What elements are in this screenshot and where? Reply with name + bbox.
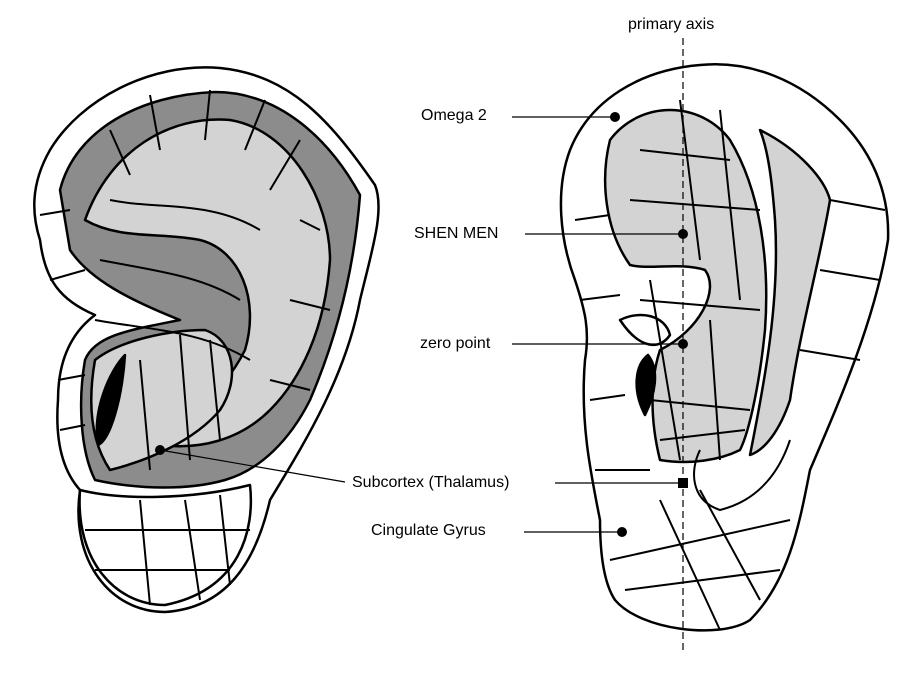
subcortex-marker-right <box>678 478 688 488</box>
omega2-label: Omega 2 <box>421 107 487 124</box>
shen-men-marker <box>678 229 688 239</box>
subcortex-leader-left <box>159 449 346 483</box>
shen-men-label: SHEN MEN <box>414 225 499 242</box>
left-ear-lobe <box>78 483 253 607</box>
zero-point-marker <box>678 339 688 349</box>
left-ear-canal <box>95 353 127 447</box>
point-markers <box>155 112 688 537</box>
subcortex-marker-left <box>155 445 165 455</box>
subcortex-label: Subcortex (Thalamus) <box>352 474 510 491</box>
left-ear-antihelix <box>83 118 332 448</box>
right-ear-antihelix <box>603 108 768 464</box>
leader-lines <box>159 116 683 533</box>
right-ear-grid <box>574 99 886 631</box>
cingulate-label: Cingulate Gyrus <box>371 522 486 539</box>
zero-point-label: zero point <box>420 335 491 352</box>
left-ear-grid <box>39 89 331 606</box>
cingulate-marker <box>617 527 627 537</box>
omega2-marker <box>610 112 620 122</box>
left-ear <box>33 66 380 614</box>
right-ear-scapha <box>748 128 832 457</box>
primary-axis-label: primary axis <box>628 16 715 33</box>
right-ear <box>559 63 890 632</box>
